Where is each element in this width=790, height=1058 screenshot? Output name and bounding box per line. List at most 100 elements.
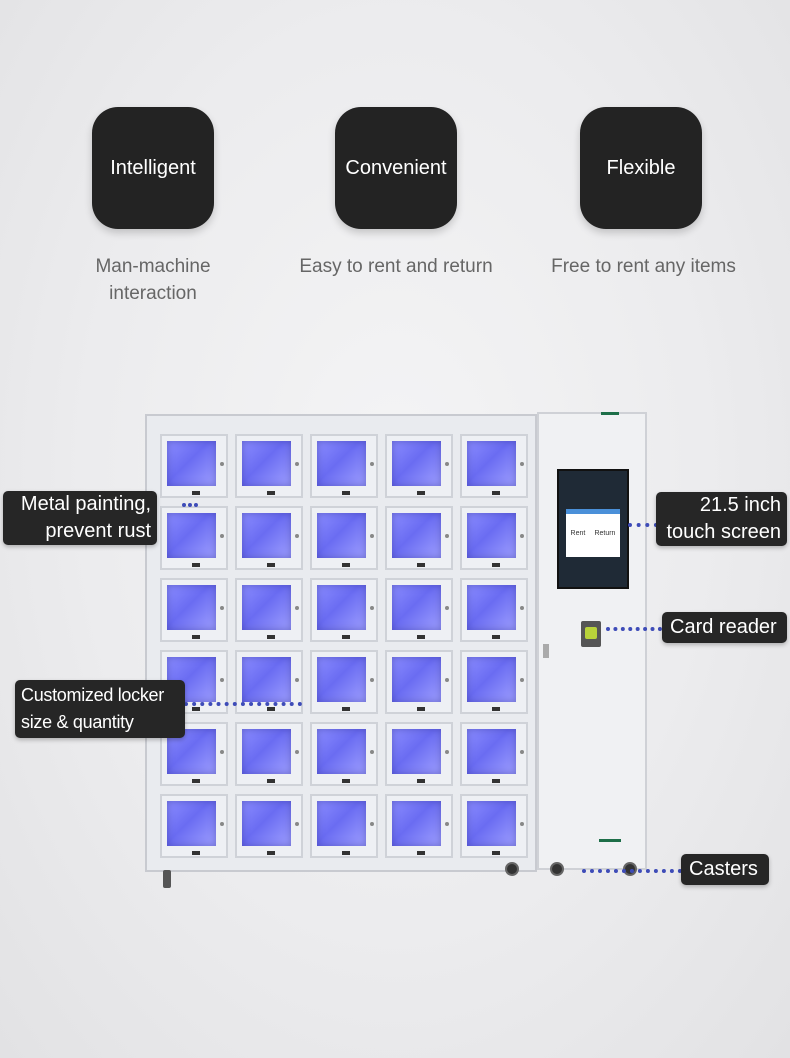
door-number-tag (492, 707, 500, 711)
door-knob-icon (220, 822, 224, 826)
door-number-tag (492, 635, 500, 639)
locker-door (460, 722, 528, 786)
caster-wheel-icon (550, 862, 564, 876)
screen-rent-label: Rent (570, 529, 586, 537)
feature-tile: Convenient (335, 107, 457, 229)
locker-door (235, 794, 303, 858)
locker-door (385, 434, 453, 498)
door-knob-icon (445, 750, 449, 754)
metal-leader-dots (182, 503, 198, 507)
custom-leader-dots (184, 702, 302, 706)
locker-door-window (242, 585, 291, 630)
locker-door-window (242, 441, 291, 486)
locker-cabinet (145, 414, 537, 872)
door-number-tag (492, 563, 500, 567)
door-number-tag (417, 707, 425, 711)
card-reader-icon (581, 621, 601, 647)
locker-door-window (317, 441, 366, 486)
door-number-tag (342, 491, 350, 495)
feature-tile: Flexible (580, 107, 702, 229)
locker-door-window (467, 513, 516, 558)
door-number-tag (417, 491, 425, 495)
locker-door-window (167, 585, 216, 630)
card-leader-dots (606, 627, 662, 631)
locker-door (235, 434, 303, 498)
door-number-tag (267, 635, 275, 639)
locker-door-window (317, 729, 366, 774)
locker-door-window (392, 801, 441, 846)
locker-door (235, 506, 303, 570)
door-knob-icon (220, 462, 224, 466)
casters-leader-dots (582, 869, 682, 873)
locker-door-window (317, 801, 366, 846)
door-number-tag (267, 563, 275, 567)
door-knob-icon (370, 534, 374, 538)
locker-door (235, 722, 303, 786)
caster-wheel-icon (505, 862, 519, 876)
door-number-tag (342, 779, 350, 783)
locker-door-window (167, 441, 216, 486)
locker-door-window (317, 513, 366, 558)
locker-door-window (467, 801, 516, 846)
door-knob-icon (370, 462, 374, 466)
locker-door (310, 434, 378, 498)
door-number-tag (417, 779, 425, 783)
locker-machine: Rent Return (145, 408, 650, 898)
door-knob-icon (295, 822, 299, 826)
door-knob-icon (295, 678, 299, 682)
door-knob-icon (295, 750, 299, 754)
door-number-tag (192, 563, 200, 567)
feature-flexible: Flexible Free to rent any items (521, 107, 761, 280)
locker-door (460, 434, 528, 498)
locker-door (310, 722, 378, 786)
door-knob-icon (370, 678, 374, 682)
locker-door-window (167, 801, 216, 846)
door-number-tag (267, 779, 275, 783)
feature-caption: Free to rent any items (551, 256, 736, 277)
door-number-tag (267, 851, 275, 855)
locker-door-grid (160, 434, 528, 858)
locker-door (160, 434, 228, 498)
locker-door (385, 650, 453, 714)
touch-screen: Rent Return (557, 469, 629, 589)
locker-door-window (467, 441, 516, 486)
locker-door-window (242, 801, 291, 846)
panel-top-mark (601, 412, 619, 415)
door-knob-icon (295, 534, 299, 538)
door-number-tag (342, 851, 350, 855)
door-knob-icon (295, 606, 299, 610)
door-knob-icon (295, 462, 299, 466)
door-knob-icon (520, 462, 524, 466)
locker-door (310, 506, 378, 570)
locker-door-window (392, 729, 441, 774)
door-number-tag (192, 491, 200, 495)
screen-dialog: Rent Return (566, 509, 620, 557)
door-number-tag (342, 707, 350, 711)
door-knob-icon (220, 750, 224, 754)
door-number-tag (492, 491, 500, 495)
door-number-tag (342, 635, 350, 639)
door-knob-icon (445, 534, 449, 538)
door-knob-icon (445, 462, 449, 466)
door-knob-icon (370, 606, 374, 610)
locker-door-window (242, 729, 291, 774)
callout-casters: Casters (681, 854, 769, 885)
door-number-tag (192, 851, 200, 855)
door-knob-icon (220, 534, 224, 538)
locker-door (460, 578, 528, 642)
locker-door (160, 794, 228, 858)
locker-door-window (392, 657, 441, 702)
feature-tile: Intelligent (92, 107, 214, 229)
feature-caption: Man-machine interaction (95, 256, 211, 304)
panel-lock-icon (543, 644, 549, 658)
door-number-tag (192, 635, 200, 639)
locker-door-window (467, 729, 516, 774)
door-number-tag (267, 707, 275, 711)
locker-door (460, 794, 528, 858)
locker-door-window (242, 513, 291, 558)
callout-touch-screen: 21.5 inch touch screen (656, 492, 787, 546)
feature-convenient: Convenient Easy to rent and return (276, 107, 516, 280)
locker-door (385, 506, 453, 570)
locker-door (385, 722, 453, 786)
locker-door-window (467, 585, 516, 630)
